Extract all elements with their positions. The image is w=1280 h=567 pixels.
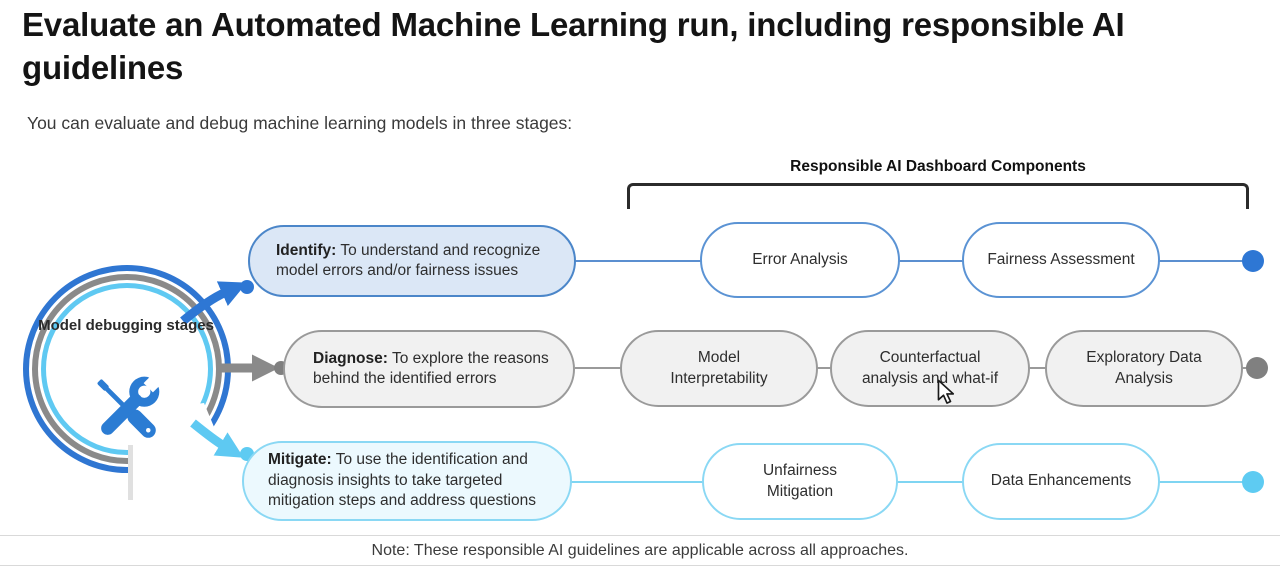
stage-pill-diagnose: Diagnose: To explore the reasons behind … xyxy=(283,330,575,408)
page-title-line1: Evaluate an Automated Machine Learning r… xyxy=(22,6,1125,43)
page-title-line2: guidelines xyxy=(22,48,184,86)
hub-label: Model debugging stages xyxy=(38,317,214,334)
stage-description: To understand and recognize model errors… xyxy=(276,241,541,279)
component-exploratory-data-analysis: Exploratory Data Analysis xyxy=(1045,330,1243,407)
page-subtitle: You can evaluate and debug machine learn… xyxy=(27,113,573,133)
row1-end-dot xyxy=(1242,250,1264,272)
component-error-analysis: Error Analysis xyxy=(700,222,900,298)
stage-description: To use the identification and diagnosis … xyxy=(268,451,536,510)
tools-icon xyxy=(80,362,174,461)
hub-ring-inner xyxy=(41,283,213,455)
bracket xyxy=(627,183,1249,209)
stage-label: Identify: xyxy=(276,241,337,259)
stage-description: To explore the reasons behind the identi… xyxy=(313,349,549,387)
row3-end-dot xyxy=(1242,471,1264,493)
mouse-cursor xyxy=(937,379,955,404)
note-text: Note: These responsible AI guidelines ar… xyxy=(371,542,909,559)
identify-node-dot xyxy=(240,280,254,294)
component-model-interpretability: Model Interpretability xyxy=(620,330,818,407)
note-divider-top xyxy=(0,535,1280,536)
hub-ring-middle xyxy=(32,274,222,464)
stage-pill-mitigate: Mitigate: To use the identification and … xyxy=(242,441,572,521)
note-divider-bottom xyxy=(0,565,1280,566)
wrench-icon xyxy=(101,372,164,435)
stage-pill-identify: Identify: To understand and recognize mo… xyxy=(248,225,576,297)
row2-end-dot xyxy=(1246,357,1268,379)
component-fairness-assessment: Fairness Assessment xyxy=(962,222,1160,298)
bracket-label: Responsible AI Dashboard Components xyxy=(790,158,1086,175)
component-data-enhancements: Data Enhancements xyxy=(962,443,1160,520)
page-title: Evaluate an Automated Machine Learning r… xyxy=(22,4,1272,90)
stage-label: Mitigate: xyxy=(268,451,332,469)
stage-label: Diagnose: xyxy=(313,349,388,367)
component-unfairness-mitigation: Unfairness Mitigation xyxy=(702,443,898,520)
component-counterfactual-analysis: Counterfactual analysis and what-if xyxy=(830,330,1030,407)
